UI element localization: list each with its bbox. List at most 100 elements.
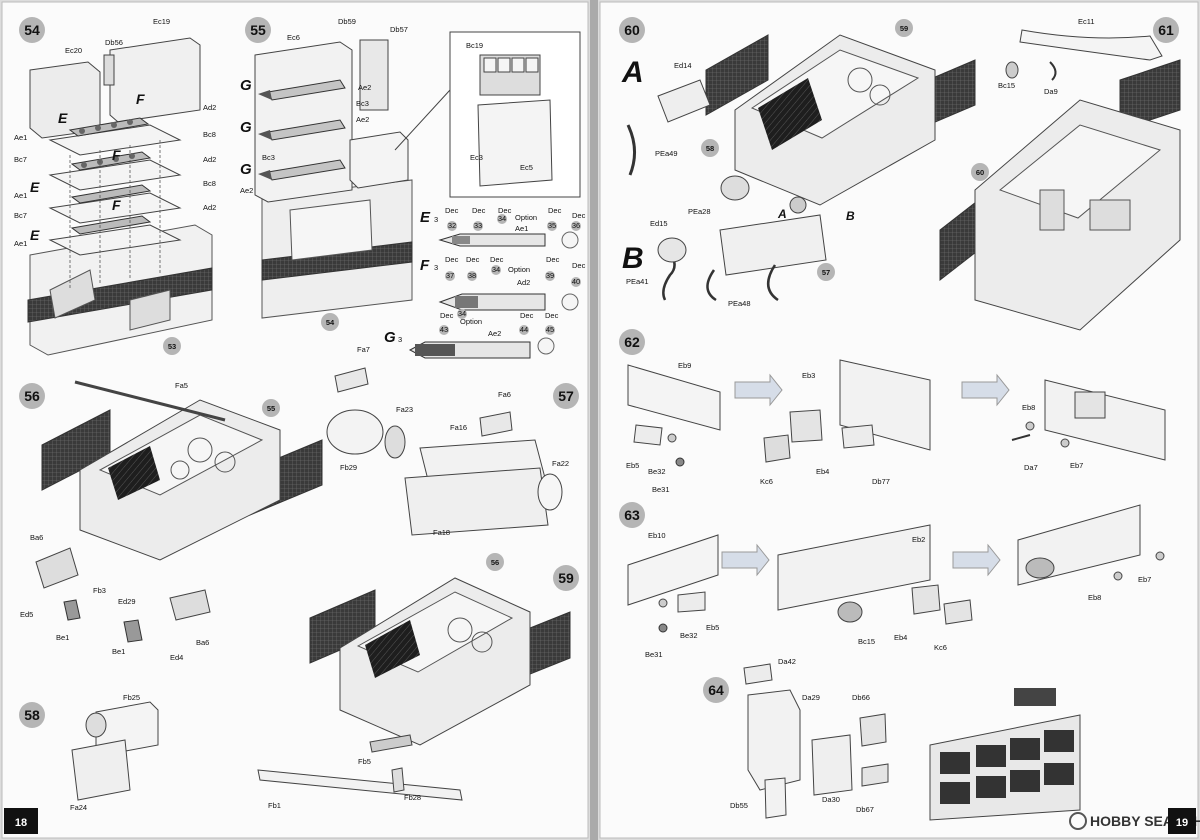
part-label: 32 <box>448 221 456 230</box>
part-label: Bc3 <box>356 99 369 108</box>
step-54: 54 Ec19 Db56 Ec <box>14 17 216 356</box>
part-label: Eb9 <box>678 361 691 370</box>
part-label: Ae1 <box>14 133 27 142</box>
step-64: 64 Da42 Da29 Db66 Db55 Da30 Db67 <box>703 657 1081 821</box>
part-label: Ae1 <box>14 191 27 200</box>
part-label: B <box>846 209 855 223</box>
part-label: Fa7 <box>357 345 370 354</box>
part-label: A <box>777 207 787 221</box>
part-label: Dec <box>572 261 586 270</box>
part-label: G <box>240 119 252 136</box>
part-label: Fb28 <box>404 793 421 802</box>
step-56: 56 Fa5 Ba6 Fb3 Ed29 Ed5 Be1 Be1 Ba6 Ed4 … <box>19 380 323 662</box>
part-label: Db55 <box>730 801 748 810</box>
part-label: F <box>112 147 121 163</box>
part-label: Be32 <box>648 467 666 476</box>
part-label: Eb4 <box>894 633 907 642</box>
ammo-variants: E 3 Dec Dec Dec Option Dec Dec Ae1 32 33… <box>384 206 586 359</box>
part-label: G <box>240 77 252 94</box>
part-label: 55 <box>267 404 275 413</box>
part-label: Ae2 <box>488 329 501 338</box>
part-label: 56 <box>491 558 499 567</box>
part-label: Ae1 <box>515 224 528 233</box>
part-label: Bc7 <box>14 155 27 164</box>
part-label: Dec <box>440 311 454 320</box>
part-label: Fb5 <box>358 757 371 766</box>
part-label: Ae1 <box>14 239 27 248</box>
part-label: Fa18 <box>433 528 450 537</box>
part-label: Bc8 <box>203 130 216 139</box>
left-page-number: 18 <box>15 817 27 829</box>
part-label: Bc15 <box>998 81 1015 90</box>
part-label: B <box>622 242 644 275</box>
part-label: Da30 <box>822 795 840 804</box>
part-label: Da29 <box>802 693 820 702</box>
part-label: 59 <box>900 24 908 33</box>
part-label: Ad2 <box>203 155 216 164</box>
part-label: Dec <box>472 206 486 215</box>
part-label: Fb25 <box>123 693 140 702</box>
step-59: 59 Fb5 Fb28 Fb1 56 <box>257 553 579 810</box>
part-label: 59 <box>558 570 574 586</box>
part-label: Ad2 <box>203 203 216 212</box>
part-label: 56 <box>24 388 40 404</box>
part-label: Eb3 <box>802 371 815 380</box>
part-label: 3 <box>434 215 438 224</box>
part-label: Ae2 <box>356 115 369 124</box>
part-label: Eb7 <box>1138 575 1151 584</box>
part-label: Fb1 <box>268 801 281 810</box>
part-label: A <box>621 56 644 89</box>
part-label: 60 <box>624 22 640 38</box>
part-label: 55 <box>250 22 266 38</box>
part-label: Ba6 <box>30 533 43 542</box>
part-label: Ed5 <box>20 610 33 619</box>
part-label: Kc6 <box>934 643 947 652</box>
part-label: 38 <box>468 271 476 280</box>
part-label: Ae2 <box>240 186 253 195</box>
part-label: 35 <box>548 221 556 230</box>
part-label: 57 <box>822 268 830 277</box>
part-label: 63 <box>624 507 640 523</box>
part-label: Fa5 <box>175 381 188 390</box>
part-label: 57 <box>558 388 574 404</box>
part-label: Dec <box>498 206 512 215</box>
part-label: Ec5 <box>520 163 533 172</box>
part-label: Dec <box>545 311 559 320</box>
part-label: Db59 <box>338 17 356 26</box>
part-label: Kc6 <box>760 477 773 486</box>
part-label: F <box>112 197 121 213</box>
part-label: Ed4 <box>170 653 183 662</box>
part-label: Ed14 <box>674 61 692 70</box>
part-label: Ec20 <box>65 46 82 55</box>
part-label: Be32 <box>680 631 698 640</box>
part-label: Bc8 <box>203 179 216 188</box>
part-label: Fa24 <box>70 803 87 812</box>
part-label: Fa23 <box>396 405 413 414</box>
step-62: 62 Eb9 Eb5 Be32 Be31 Eb3 Kc6 Eb4 Db77 Eb… <box>619 329 1166 494</box>
part-label: Db56 <box>105 38 123 47</box>
step-61: 61 Ec11 Bc15 Da9 60 <box>939 17 1181 331</box>
part-label: 3 <box>434 263 438 272</box>
part-label: 60 <box>976 168 984 177</box>
part-label: G <box>240 161 252 178</box>
part-label: Bc7 <box>14 211 27 220</box>
right-page-number: 19 <box>1176 817 1188 829</box>
part-label: Bc3 <box>262 153 275 162</box>
part-label: Fa16 <box>450 423 467 432</box>
part-label: 43 <box>440 325 448 334</box>
part-label: Ad2 <box>203 103 216 112</box>
part-label: Fb3 <box>93 586 106 595</box>
part-label: Eb5 <box>706 623 719 632</box>
part-label: 34 <box>492 265 500 274</box>
step-60: 60 A B Ed14 PEa49 Ed15 PEa41 PEa28 PEa48… <box>619 17 976 308</box>
part-label: E <box>420 209 431 226</box>
part-label: Db67 <box>856 805 874 814</box>
part-label: 54 <box>326 318 335 327</box>
part-label: Ec11 <box>1078 17 1095 26</box>
part-label: Dec <box>520 311 534 320</box>
part-label: F <box>420 257 430 274</box>
part-label: Da42 <box>778 657 796 666</box>
part-label: 64 <box>708 682 724 698</box>
part-label: 61 <box>1158 22 1174 38</box>
